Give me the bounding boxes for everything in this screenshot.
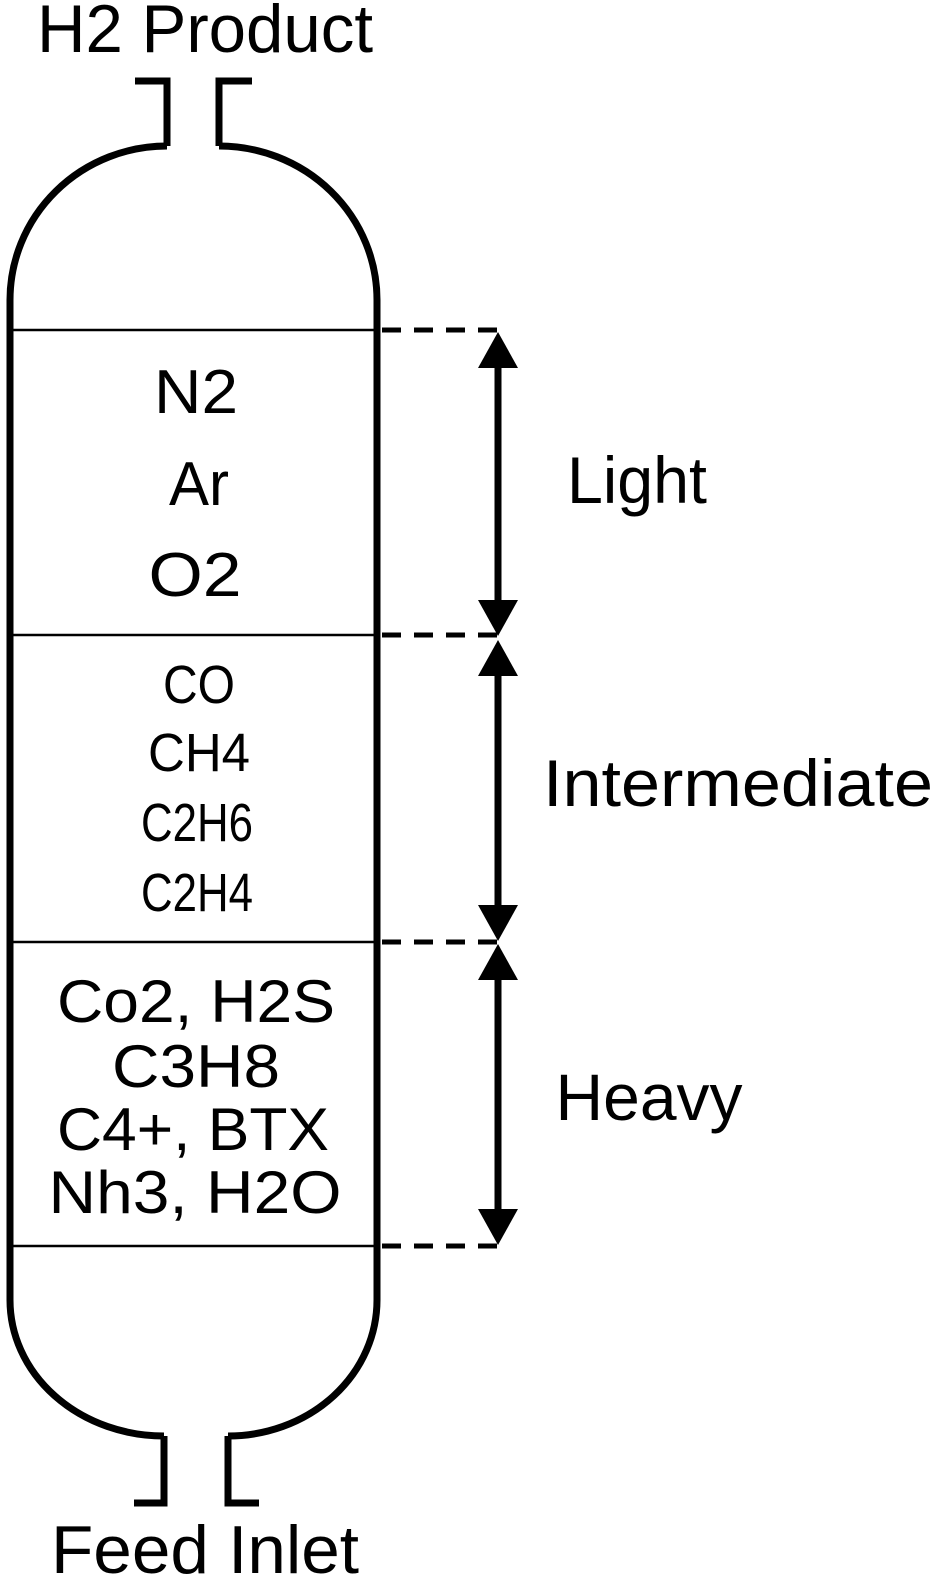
top-nozzle-right bbox=[215, 77, 252, 146]
component-label: CH4 bbox=[148, 723, 250, 783]
component-label: C3H8 bbox=[112, 1033, 280, 1100]
vessel-shell-right bbox=[218, 142, 381, 1440]
arrow-head-down-icon bbox=[478, 905, 518, 941]
arrow-head-down-icon bbox=[478, 600, 518, 636]
component-label: C4+, BTX bbox=[57, 1096, 329, 1163]
intermediate-dimension-arrow bbox=[478, 640, 518, 941]
bottom-nozzle-right bbox=[224, 1436, 259, 1507]
bottom-stream-label: Feed Inlet bbox=[51, 1512, 359, 1580]
dashed-extension-lines bbox=[382, 327, 498, 1249]
section-label-heavy: Heavy bbox=[556, 1060, 743, 1134]
arrow-head-up-icon bbox=[478, 332, 518, 368]
component-label: Co2, H2S bbox=[57, 968, 335, 1035]
section-label-intermediate: Intermediate bbox=[543, 746, 933, 820]
component-label: C2H6 bbox=[141, 793, 253, 853]
vessel-shell bbox=[6, 77, 381, 1507]
arrow-head-down-icon bbox=[478, 1209, 518, 1245]
component-label: Ar bbox=[169, 450, 229, 519]
top-stream-label: H2 Product bbox=[37, 0, 373, 67]
heavy-section-components: Co2, H2S C3H8 C4+, BTX Nh3, H2O bbox=[49, 968, 342, 1226]
intermediate-section-components: CO CH4 C2H6 C2H4 bbox=[141, 655, 253, 923]
component-label: N2 bbox=[154, 358, 238, 427]
section-label-light: Light bbox=[567, 443, 707, 517]
component-label: CO bbox=[163, 655, 235, 715]
light-section-components: N2 Ar O2 bbox=[149, 358, 242, 610]
bed-boundary-lines bbox=[10, 328, 377, 1248]
arrow-head-up-icon bbox=[478, 640, 518, 676]
component-label: O2 bbox=[149, 541, 242, 610]
component-label: Nh3, H2O bbox=[49, 1159, 342, 1226]
top-nozzle-left bbox=[135, 77, 171, 146]
light-dimension-arrow bbox=[478, 332, 518, 636]
arrow-head-up-icon bbox=[478, 944, 518, 980]
component-label: C2H4 bbox=[141, 863, 253, 923]
heavy-dimension-arrow bbox=[478, 944, 518, 1245]
vessel-shell-left bbox=[6, 142, 168, 1440]
bottom-nozzle-left bbox=[134, 1436, 168, 1507]
